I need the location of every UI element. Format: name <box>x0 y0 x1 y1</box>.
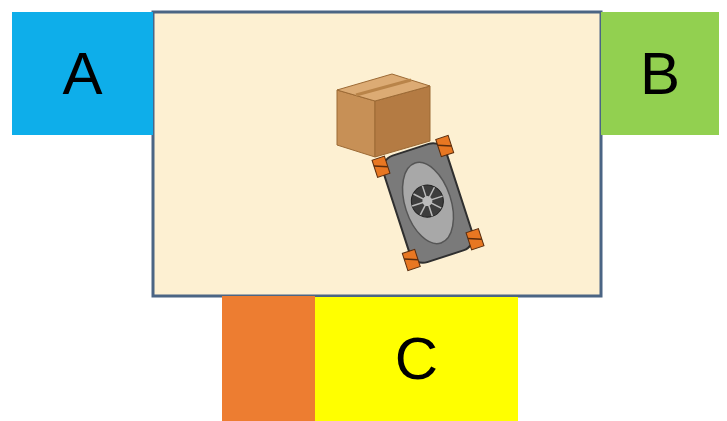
zone-box: A <box>12 12 153 135</box>
zone-box: C <box>315 297 518 421</box>
zone-box: B <box>601 12 719 135</box>
robot <box>372 135 484 270</box>
zone-label: A <box>62 44 102 104</box>
cardboard-box <box>337 74 430 157</box>
arena-floor <box>153 12 601 296</box>
orange-zone <box>222 296 315 421</box>
zone-label: C <box>395 329 438 389</box>
zone-label: B <box>640 44 680 104</box>
